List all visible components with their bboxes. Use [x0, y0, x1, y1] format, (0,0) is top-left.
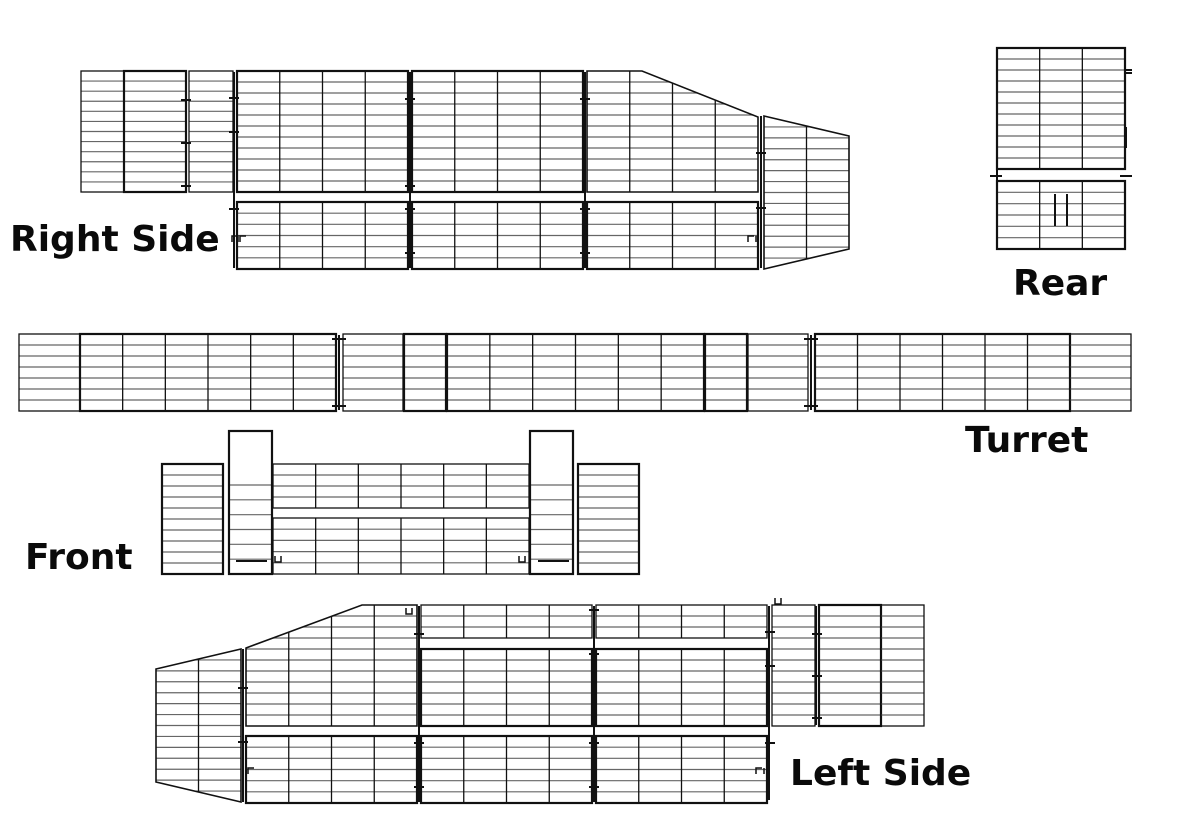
panel-right-side: [188, 70, 234, 193]
panel-left-side: [595, 604, 768, 639]
panel-left-side: [771, 604, 816, 727]
label-turret: Turret: [965, 420, 1089, 461]
panel-rear: [995, 179, 1127, 251]
label-right-side: Right Side: [10, 219, 220, 260]
panel-front: [528, 429, 575, 576]
panel-left-side: [420, 604, 593, 639]
label-left-side: Left Side: [790, 753, 972, 794]
panel-turret: [342, 333, 404, 412]
details-layer: [181, 69, 1132, 802]
panel-rear: [995, 46, 1127, 171]
panel-left-side: [594, 734, 769, 805]
panels-layer: [18, 46, 1132, 805]
slanted-panel-right-side: [586, 70, 759, 193]
panel-left-side: [419, 734, 594, 805]
panel-turret: [402, 332, 448, 413]
slanted-panel-right-side: [763, 114, 850, 271]
slanted-panel-left-side: [155, 647, 242, 804]
panel-right-side: [235, 200, 410, 271]
label-rear: Rear: [1013, 263, 1108, 304]
panel-front: [227, 429, 274, 576]
panel-front: [160, 462, 225, 576]
panel-right-side: [122, 69, 188, 194]
label-front: Front: [25, 537, 133, 578]
panel-turret: [1069, 333, 1132, 412]
panel-left-side: [880, 604, 925, 727]
panel-right-side: [80, 70, 125, 193]
panel-turret: [703, 332, 749, 413]
panel-turret: [78, 332, 338, 413]
panel-turret: [747, 333, 809, 412]
panel-right-side: [410, 69, 585, 194]
panel-front: [576, 462, 641, 576]
slanted-panel-left-side: [245, 604, 418, 727]
panel-right-side: [585, 200, 760, 271]
panel-left-side: [244, 734, 419, 805]
panel-right-side: [410, 200, 585, 271]
panel-left-side: [594, 647, 769, 728]
panel-front: [272, 517, 530, 575]
panel-turret: [813, 332, 1072, 413]
panel-turret: [445, 332, 706, 413]
slanted-panels-layer: [155, 70, 850, 804]
panel-left-side: [817, 603, 883, 728]
panel-right-side: [235, 69, 410, 194]
panel-left-side: [419, 647, 594, 728]
panel-turret: [18, 333, 81, 412]
panel-front: [272, 463, 530, 509]
